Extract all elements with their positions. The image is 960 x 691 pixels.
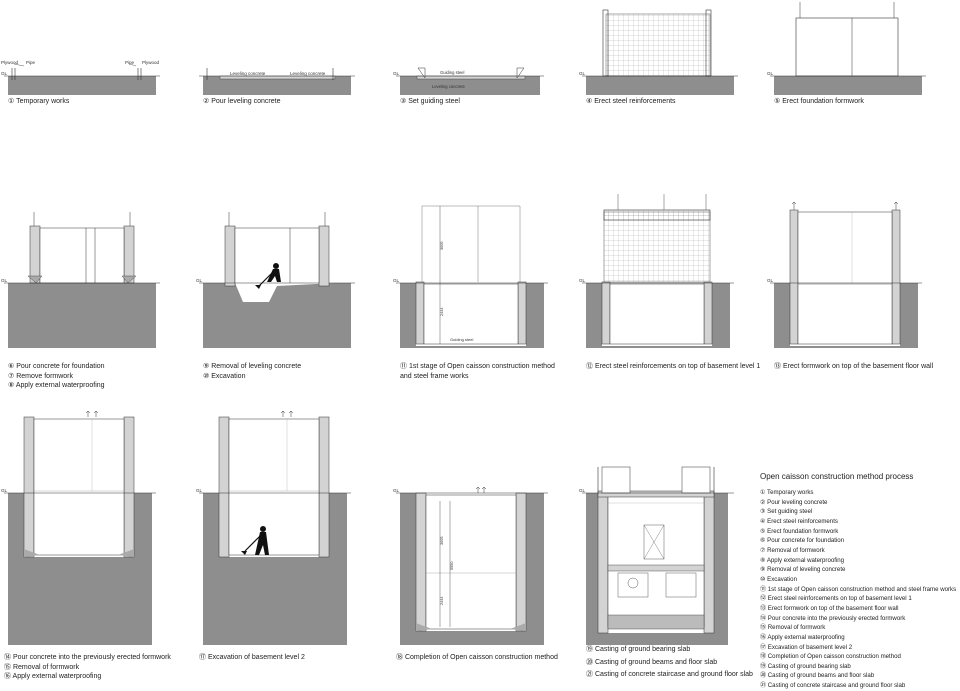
caption-7: ⑨ Removal of leveling concrete ⑩ Excavat…: [203, 363, 302, 380]
svg-text:GL: GL: [393, 71, 400, 76]
plywood-label-left: Plywood: [1, 60, 19, 65]
section-drawing-10: GL: [767, 201, 922, 348]
svg-text:Guiding steel: Guiding steel: [450, 337, 473, 342]
gl-label: GL: [1, 71, 8, 76]
section-drawing-2: Leveling concrete Leveling concrete: [199, 68, 355, 95]
svg-text:GL: GL: [767, 278, 774, 283]
section-drawing-7: GL: [196, 212, 355, 348]
legend-item: ⑤ Erect foundation formwork: [760, 527, 839, 535]
guiding-steel-label: Guiding steel: [440, 70, 465, 75]
rebar-grid: [605, 13, 711, 77]
legend-item: ⑨ Removal of leveling concrete: [760, 566, 846, 574]
ground-mass: [8, 76, 156, 95]
legend-item: ⑩ Excavation: [760, 575, 797, 583]
section-drawing-4: GL: [579, 9, 738, 95]
legend-item: ④ Erect steel reinforcements: [760, 517, 838, 525]
legend-item: ② Pour leveling concrete: [760, 498, 828, 506]
caption-13: ⑱ Completion of Open caisson constructio…: [396, 654, 558, 661]
caption-8: ⑪ 1st stage of Open caisson construction…: [400, 363, 555, 380]
svg-text:GL: GL: [579, 71, 586, 76]
leveling-concrete-label-1: Leveling concrete: [230, 71, 266, 76]
worker-figure: [241, 526, 269, 555]
section-drawing-3: GL Guiding steel Leveling concrete: [393, 67, 544, 95]
leveling-concrete-label-2: Leveling concrete: [290, 71, 326, 76]
legend-item: ⑲ Casting of ground bearing slab: [760, 662, 851, 670]
legend-item: ③ Set guiding steel: [760, 508, 813, 516]
section-drawing-1: GL Plywood Pipe Pipe Plywood: [1, 60, 160, 95]
legend-item: ⑯ Apply external waterproofing: [760, 633, 845, 641]
legend-item: ⑱ Completion of Open caisson constructio…: [760, 653, 901, 661]
svg-text:GL: GL: [579, 278, 586, 283]
legend-item: ⑮ Removal of formwork: [760, 624, 826, 632]
legend-item: ⑰ Excavation of basement level 2: [760, 643, 853, 651]
legend-item: ⑬ Erect formwork on top of the basement …: [760, 604, 899, 612]
section-drawing-14: GL: [579, 466, 734, 645]
legend-item: ⑧ Apply external waterproofing: [760, 556, 845, 564]
svg-text:GL: GL: [579, 488, 586, 493]
section-drawing-11: GL: [1, 410, 156, 645]
svg-text:3005: 3005: [440, 537, 444, 545]
caption-3: ③ Set guiding steel: [400, 98, 460, 105]
legend-item: ⑪ 1st stage of Open caisson construction…: [760, 585, 957, 593]
svg-text:GL: GL: [196, 278, 203, 283]
caption-4: ④ Erect steel reinforcements: [586, 98, 676, 105]
svg-text:GL: GL: [1, 488, 8, 493]
caption-10: ⑬ Erect formwork on top of the basement …: [774, 363, 934, 370]
legend-item: ⑫ Erect steel reinforcements on top of b…: [760, 595, 912, 603]
plywood-label-right: Plywood: [142, 60, 160, 65]
legend-item: ⑭ Pour concrete into the previously erec…: [760, 614, 906, 622]
legend-item: ⑳ Casting of ground beams and floor slab: [760, 672, 875, 680]
caption-9: ⑫ Erect steel reinforcements on top of b…: [586, 363, 761, 370]
caption-6: ⑥ Pour concrete for foundation ⑦ Remove …: [8, 363, 105, 389]
process-legend: Open caisson construction method process…: [760, 472, 958, 691]
legend-title: Open caisson construction method process: [760, 472, 914, 481]
svg-text:GL: GL: [767, 71, 774, 76]
caption-14: ⑲ Casting of ground bearing slab ⑳ Casti…: [586, 646, 753, 678]
leveling-concrete-label: Leveling concrete: [432, 84, 465, 89]
legend-item: ① Temporary works: [760, 489, 814, 496]
legend-item: ⑦ Removal of formwork: [760, 546, 825, 554]
svg-text:2444: 2444: [440, 308, 444, 316]
caption-11: ⑭ Pour concrete into the previously erec…: [4, 654, 171, 680]
caption-2: ② Pour leveling concrete: [203, 98, 281, 105]
pipe-label-right: Pipe: [125, 60, 135, 65]
section-drawing-8: 3005 2444 Guiding steel GL: [393, 205, 548, 348]
section-drawing-6: GL: [1, 212, 160, 348]
svg-text:GL: GL: [393, 488, 400, 493]
section-drawing-9: GL: [579, 194, 734, 348]
svg-text:3005: 3005: [440, 242, 444, 250]
section-drawing-13: 3005 5550 2444 GL: [393, 486, 548, 645]
worker-figure: [255, 263, 281, 289]
caption-1: ① Temporary works: [8, 98, 70, 105]
svg-text:2444: 2444: [440, 597, 444, 605]
pipe-label-left: Pipe: [26, 60, 36, 65]
rebar-grid: [603, 211, 711, 283]
section-drawing-12: GL: [196, 410, 351, 645]
section-drawing-5: GL: [767, 2, 926, 95]
caption-12: ⑰ Excavation of basement level 2: [199, 654, 305, 661]
caption-5: ⑤ Erect foundation formwork: [774, 98, 864, 105]
svg-text:GL: GL: [393, 278, 400, 283]
legend-list: ① Temporary works ② Pour leveling concret…: [760, 488, 958, 691]
svg-text:5550: 5550: [450, 562, 454, 570]
legend-item: ⑥ Pour concrete for foundation: [760, 537, 845, 545]
svg-text:GL: GL: [1, 278, 8, 283]
legend-item: ㉑ Casting of concrete staircase and grou…: [760, 682, 906, 690]
svg-text:GL: GL: [196, 488, 203, 493]
